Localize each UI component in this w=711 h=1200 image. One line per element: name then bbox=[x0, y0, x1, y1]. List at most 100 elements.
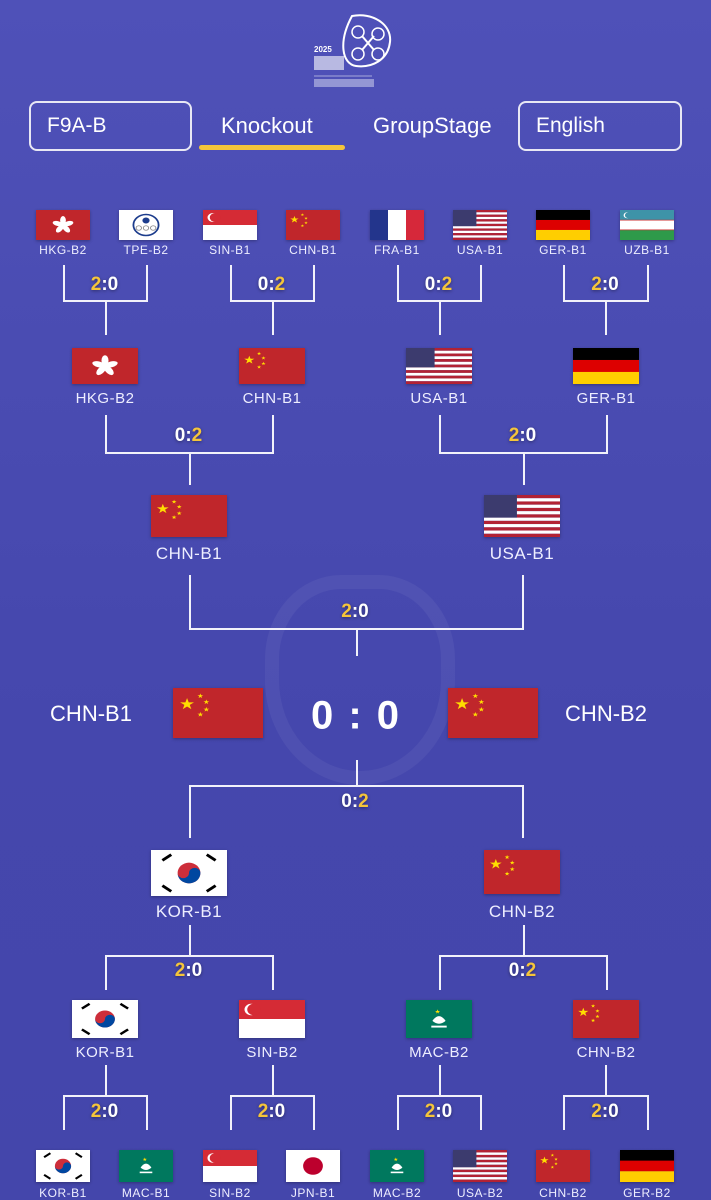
team-label[interactable]: CHN-B1 bbox=[155, 544, 223, 563]
usa-flag-icon[interactable] bbox=[453, 1150, 507, 1182]
chn-flag-icon[interactable]: ★★★★★ bbox=[239, 348, 305, 384]
team-label[interactable]: KOR-B1 bbox=[155, 902, 223, 921]
ger-flag-icon[interactable] bbox=[573, 348, 639, 384]
bracket-line bbox=[63, 265, 65, 300]
team-label[interactable]: SIN-B2 bbox=[246, 1044, 298, 1061]
bracket-line bbox=[522, 575, 524, 628]
team-label[interactable]: HKG-B2 bbox=[39, 243, 87, 257]
score-digit: 2 bbox=[358, 791, 369, 812]
bracket-line bbox=[563, 1095, 649, 1097]
svg-text:★: ★ bbox=[304, 216, 308, 221]
match-score: 2:0 bbox=[591, 1101, 618, 1123]
bracket-line bbox=[313, 265, 315, 300]
score-digit: : bbox=[101, 274, 108, 295]
jpn-flag-icon[interactable] bbox=[286, 1150, 340, 1182]
team-label[interactable]: CHN-B2 bbox=[576, 1044, 636, 1061]
ger-flag-icon[interactable] bbox=[536, 210, 590, 240]
team-label[interactable]: KOR-B1 bbox=[75, 1044, 135, 1061]
team-label[interactable]: CHN-B1 bbox=[289, 243, 337, 257]
score-digit: : bbox=[435, 1101, 442, 1122]
team-label[interactable]: MAC-B1 bbox=[121, 1186, 171, 1200]
mac-flag-icon[interactable]: ★ bbox=[406, 1000, 472, 1038]
chn-flag-icon[interactable]: ★★★★★ bbox=[173, 688, 263, 738]
team-label[interactable]: MAC-B2 bbox=[409, 1044, 469, 1061]
hkg-flag-icon[interactable] bbox=[72, 348, 138, 384]
sin-flag-icon[interactable] bbox=[203, 210, 257, 240]
chn-flag-icon[interactable]: ★★★★★ bbox=[573, 1000, 639, 1038]
team-label[interactable]: SIN-B2 bbox=[209, 1186, 251, 1200]
language-select-value: English bbox=[536, 114, 605, 137]
chn-flag-icon[interactable]: ★★★★★ bbox=[484, 850, 560, 894]
svg-text:★: ★ bbox=[197, 711, 204, 718]
team-label[interactable]: FRA-B1 bbox=[374, 243, 420, 257]
bracket-line bbox=[230, 1095, 315, 1097]
hkg-flag-icon[interactable] bbox=[36, 210, 90, 240]
ger-flag-icon[interactable] bbox=[620, 1150, 674, 1182]
team-label[interactable]: TPE-B2 bbox=[123, 243, 169, 257]
chn-flag-icon[interactable]: ★★★★★ bbox=[286, 210, 340, 240]
class-select[interactable]: F9A-B bbox=[29, 101, 192, 151]
score-digit: : bbox=[268, 1101, 275, 1122]
bracket-line bbox=[63, 1095, 148, 1097]
bracket-line bbox=[188, 452, 191, 485]
score-digit: 2 bbox=[90, 1101, 102, 1122]
bracket-line bbox=[189, 785, 191, 838]
fra-flag-icon[interactable] bbox=[370, 210, 424, 240]
team-label[interactable]: JPN-B1 bbox=[290, 1186, 336, 1200]
team-label[interactable]: USA-B2 bbox=[456, 1186, 504, 1200]
team-label[interactable]: MAC-B2 bbox=[372, 1186, 422, 1200]
team-label[interactable]: SIN-B1 bbox=[209, 243, 251, 257]
mac-flag-icon[interactable]: ★ bbox=[119, 1150, 173, 1182]
kor-flag-icon[interactable] bbox=[36, 1150, 90, 1182]
score-digit: : bbox=[185, 425, 192, 446]
usa-flag-icon[interactable] bbox=[406, 348, 472, 384]
svg-text:★: ★ bbox=[304, 221, 308, 226]
team-label[interactable]: UZB-B1 bbox=[624, 243, 670, 257]
match-score: 2:0 bbox=[91, 1101, 118, 1123]
team-label[interactable]: USA-B1 bbox=[410, 390, 468, 407]
final-team-b[interactable]: CHN-B2 bbox=[565, 701, 647, 726]
chn-flag-icon[interactable]: ★★★★★ bbox=[536, 1150, 590, 1182]
team-label[interactable]: CHN-B1 bbox=[242, 390, 302, 407]
bracket-line bbox=[355, 628, 358, 656]
final-team-a[interactable]: CHN-B1 bbox=[50, 701, 132, 726]
uzb-flag-icon[interactable] bbox=[620, 210, 674, 240]
bracket-line bbox=[563, 265, 565, 300]
match-score: 2:0 bbox=[509, 425, 536, 447]
mac-flag-icon[interactable]: ★ bbox=[370, 1150, 424, 1182]
sin-flag-icon[interactable] bbox=[239, 1000, 305, 1038]
tpe-flag-icon[interactable] bbox=[119, 210, 173, 240]
team-label[interactable]: GER-B1 bbox=[576, 390, 636, 407]
score-digit: 2 bbox=[591, 274, 602, 295]
score-digit: 0 bbox=[174, 425, 186, 446]
score-digit: : bbox=[519, 960, 526, 981]
svg-text:★: ★ bbox=[472, 693, 479, 700]
kor-flag-icon[interactable] bbox=[72, 1000, 138, 1038]
tab-knockout[interactable]: Knockout bbox=[221, 113, 313, 138]
team-label[interactable]: GER-B1 bbox=[539, 243, 587, 257]
svg-text:★: ★ bbox=[300, 212, 304, 217]
bracket-line bbox=[397, 1095, 482, 1097]
team-label[interactable]: USA-B1 bbox=[489, 544, 555, 563]
bracket-line bbox=[647, 265, 649, 300]
bracket-line bbox=[606, 955, 608, 990]
team-label[interactable]: CHN-B2 bbox=[488, 902, 556, 921]
usa-flag-icon[interactable] bbox=[484, 495, 560, 537]
score-digit: 2 bbox=[90, 274, 102, 295]
team-label[interactable]: GER-B2 bbox=[623, 1186, 671, 1200]
team-label[interactable]: KOR-B1 bbox=[39, 1186, 87, 1200]
kor-flag-icon[interactable] bbox=[151, 850, 227, 896]
usa-flag-icon[interactable] bbox=[453, 210, 507, 240]
bracket-line bbox=[313, 1095, 315, 1130]
sin-flag-icon[interactable] bbox=[203, 1150, 257, 1182]
team-label[interactable]: CHN-B2 bbox=[539, 1186, 587, 1200]
tab-groupstage[interactable]: GroupStage bbox=[373, 113, 492, 138]
score-digit: 0 bbox=[257, 274, 269, 295]
score-digit: 2 bbox=[441, 274, 453, 295]
language-select[interactable]: English bbox=[518, 101, 682, 151]
team-label[interactable]: USA-B1 bbox=[456, 243, 504, 257]
score-digit: 0 bbox=[525, 425, 537, 446]
team-label[interactable]: HKG-B2 bbox=[75, 390, 135, 407]
chn-flag-icon[interactable]: ★★★★★ bbox=[151, 495, 227, 537]
chn-flag-icon[interactable]: ★★★★★ bbox=[448, 688, 538, 738]
